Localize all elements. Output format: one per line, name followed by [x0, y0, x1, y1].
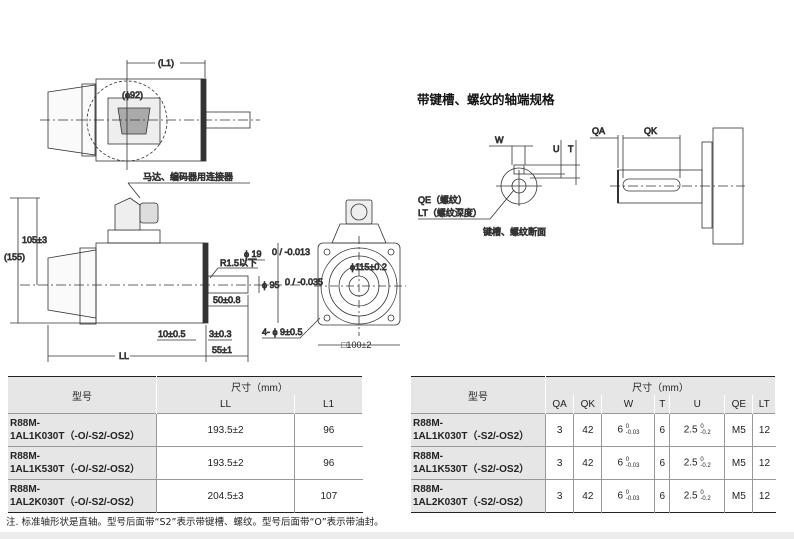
motor-side-view: (155) 105±3 马达、编码器用连接器 ϕ 19 0 / -0.013 R…: [4, 171, 323, 362]
model-header: 型号: [8, 376, 157, 414]
lt-cell: 12: [752, 413, 776, 447]
t-cell: 6: [654, 446, 670, 480]
dim-header: 尺寸（mm）: [545, 376, 776, 395]
dim-square: □100±2: [341, 340, 371, 350]
w-cell: 6 0-0.03: [601, 413, 655, 447]
qe-cell: M5: [724, 446, 753, 480]
motor-top-view: (L1) (ϕ92): [40, 58, 260, 170]
col-t: T: [654, 395, 671, 414]
dim-phi19: ϕ 19: [244, 249, 262, 259]
qa-label: QA: [592, 126, 605, 136]
l1-dim-label: (L1): [158, 58, 174, 68]
dim-10: 10±0.5: [158, 329, 185, 339]
dim-phi19-tol: 0 / -0.013: [272, 247, 310, 257]
qe-cell: M5: [724, 413, 753, 447]
col-l1: L1: [294, 395, 363, 414]
qk-cell: 42: [573, 446, 602, 480]
qa-cell: 3: [544, 446, 574, 480]
ll-l1-dimension-table: 型号 尺寸（mm） LL L1 R88M-1AL1K030T（-O/-S2/-O…: [8, 376, 363, 513]
dim-holes: 4- ϕ 9±0.5: [262, 327, 303, 337]
w-label: W: [495, 135, 504, 145]
dim-phi95: ϕ 95: [262, 280, 280, 290]
col-w: W: [601, 395, 656, 414]
u-cell: 2.5 0-0.2: [669, 413, 725, 447]
lt-label: LT（螺纹深度）: [418, 207, 482, 218]
dim-55: 55±1: [212, 345, 232, 355]
w-cell: 6 0-0.03: [601, 479, 655, 513]
keyway-section: W U T QE（螺纹） LT（螺纹深度） 键槽、螺纹断面: [418, 135, 580, 237]
table-row: R88M-1AL1K030T（-O/-S2/-OS2） 193.5±2 96: [8, 413, 363, 447]
t-cell: 6: [654, 413, 670, 447]
keyway-dimension-table: 型号 尺寸（mm） QA QK W T U QE LT R88M-1AL1K03…: [411, 376, 776, 513]
table-row: R88M-1AL1K530T（-O/-S2/-OS2） 193.5±2 96: [8, 446, 363, 480]
lt-cell: 12: [752, 479, 776, 513]
col-qa: QA: [545, 395, 575, 414]
motor-front-view: ϕ115±0.2 4- ϕ 9±0.5 □100±2: [262, 199, 406, 350]
dim-50: 50±0.8: [213, 295, 240, 305]
dim-header: 尺寸（mm）: [156, 376, 363, 395]
footer-bar: [0, 532, 794, 539]
w-cell: 6 0-0.03: [601, 446, 655, 480]
model-cell: R88M-1AL1K530T（-S2/-OS2）: [411, 446, 546, 480]
dim-3: 3±0.3: [209, 329, 231, 339]
dim-ll: LL: [119, 351, 129, 361]
model-cell: R88M-1AL1K530T（-O/-S2/-OS2）: [8, 446, 157, 480]
footnote: 注. 标准轴形状是直轴。型号后面带“S2”表示带键槽、螺纹。型号后面带“O”表示…: [6, 517, 384, 528]
col-u: U: [669, 395, 726, 414]
shaft-side-view: QA QK: [590, 126, 745, 245]
qe-cell: M5: [724, 479, 753, 513]
qa-cell: 3: [544, 413, 574, 447]
model-cell: R88M-1AL2K030T（-S2/-OS2）: [411, 479, 546, 513]
ll-cell: 193.5±2: [155, 446, 295, 480]
ll-cell: 204.5±3: [155, 479, 295, 513]
u-cell: 2.5 0-0.2: [669, 479, 725, 513]
table-row: R88M-1AL2K030T（-O/-S2/-OS2） 204.5±3 107: [8, 479, 363, 513]
table-row: R88M-1AL1K030T（-S2/-OS2） 3 42 6 0-0.03 6…: [411, 413, 776, 447]
t-label: T: [568, 144, 574, 154]
phi92-label: (ϕ92): [122, 90, 143, 100]
qe-label: QE（螺纹）: [418, 194, 467, 205]
dim-phi95-tol: 0 / -0.035: [285, 277, 323, 287]
model-cell: R88M-1AL1K030T（-S2/-OS2）: [411, 413, 546, 447]
col-lt: LT: [752, 395, 776, 414]
ll-cell: 193.5±2: [155, 413, 295, 447]
col-ll: LL: [156, 395, 296, 414]
dim-phi115: ϕ115±0.2: [350, 262, 387, 272]
model-cell: R88M-1AL2K030T（-O/-S2/-OS2）: [8, 479, 157, 513]
t-cell: 6: [654, 479, 670, 513]
table-row: R88M-1AL2K030T（-S2/-OS2） 3 42 6 0-0.03 6…: [411, 479, 776, 513]
qk-cell: 42: [573, 413, 602, 447]
model-cell: R88M-1AL1K030T（-O/-S2/-OS2）: [8, 413, 157, 447]
l1-cell: 107: [294, 479, 363, 513]
dim-155: (155): [4, 252, 25, 262]
dim-105: 105±3: [22, 235, 47, 245]
qk-cell: 42: [573, 479, 602, 513]
section-label: 键槽、螺纹断面: [483, 226, 546, 237]
dimension-drawings: (L1) (ϕ92) (155) 105±3 马达、编码器用连接器 ϕ 19 0…: [4, 58, 745, 362]
qk-label: QK: [644, 126, 657, 136]
dim-r15: R1.5以下: [220, 258, 257, 268]
keyway-spec-title: 带键槽、螺纹的轴端规格: [417, 92, 555, 107]
u-label: U: [553, 144, 560, 154]
table-row: R88M-1AL1K530T（-S2/-OS2） 3 42 6 0-0.03 6…: [411, 446, 776, 480]
connector-label: 马达、编码器用连接器: [143, 171, 233, 182]
lt-cell: 12: [752, 446, 776, 480]
col-qe: QE: [724, 395, 754, 414]
col-qk: QK: [573, 395, 603, 414]
l1-cell: 96: [294, 446, 363, 480]
qa-cell: 3: [544, 479, 574, 513]
u-cell: 2.5 0-0.2: [669, 446, 725, 480]
l1-cell: 96: [294, 413, 363, 447]
model-header: 型号: [411, 376, 546, 414]
